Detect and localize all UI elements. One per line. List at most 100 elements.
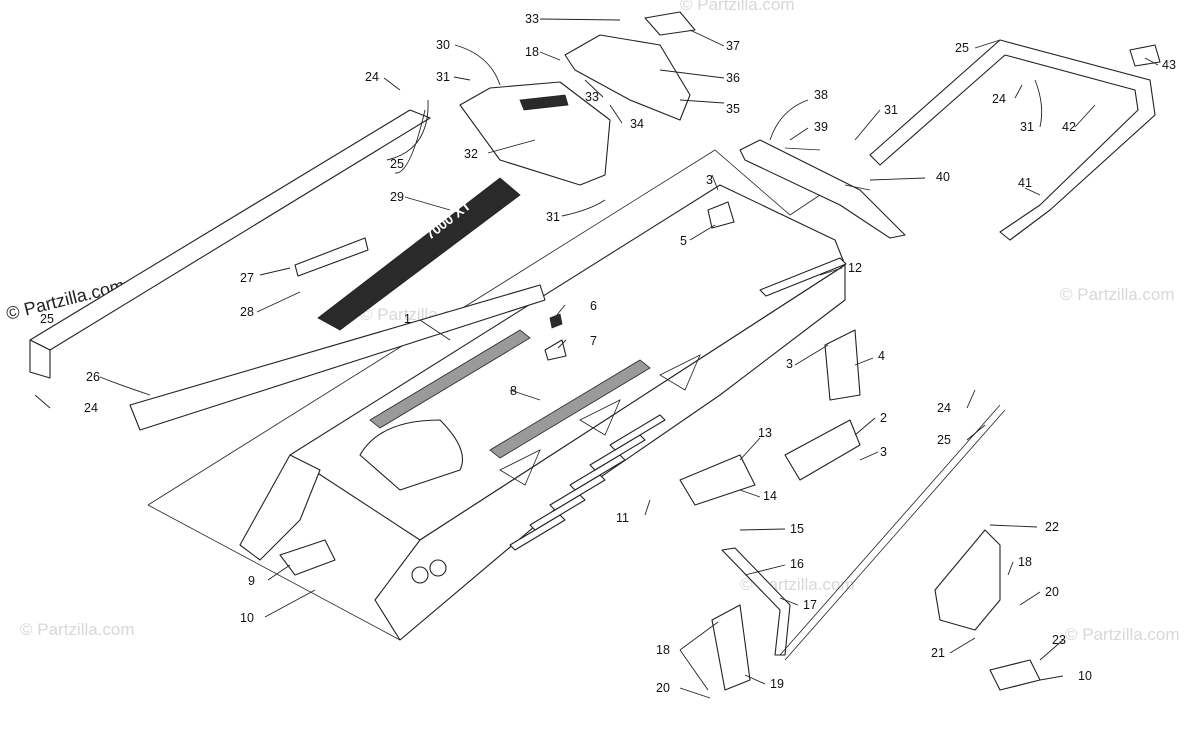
callout-label: 9 [248,574,255,588]
shroud-emblem [519,94,569,111]
callout-label: 18 [656,643,670,657]
callout-label: 13 [758,426,772,440]
callout-label: 31 [546,210,560,224]
callout-label: 18 [525,45,539,59]
callout-label: 19 [770,677,784,691]
foot-plate [934,529,1001,631]
callout-label: 27 [240,271,254,285]
callout-label: 4 [878,349,885,363]
callout-label: 30 [436,38,450,52]
callout-labels: 1 2 3 3 3 4 5 6 7 8 9 10 10 11 12 13 14 … [40,12,1176,695]
callout-label: 6 [590,299,597,313]
callout-label: 31 [1020,120,1034,134]
bracket-cover [824,329,861,401]
deck-cutout [659,354,701,391]
callout-label: 33 [585,90,599,104]
mount-plate [784,419,861,481]
rail-bracket [294,237,369,277]
callout-label: 3 [706,173,713,187]
rear-bumper-housing [564,34,691,121]
tunnel-side-vents [509,414,666,551]
callout-label: 25 [390,157,404,171]
callout-label: 1 [404,312,411,326]
tunnel-hole [411,566,429,584]
flap-line [844,184,871,191]
bumper-pad [707,201,735,229]
callout-label: 24 [84,401,98,415]
callout-label: 39 [814,120,828,134]
reference-line [147,504,401,641]
callout-label: 25 [955,41,969,55]
foot-pad [989,659,1041,691]
grip-strip [369,329,531,429]
callout-label: 24 [992,92,1006,106]
watermark-faint: © Partzilla.com [680,0,795,14]
rear-bumper-loop [869,39,1156,241]
snow-flap-assembly [739,139,906,239]
leader-lines [34,18,1159,699]
callout-label: 5 [680,234,687,248]
callout-label: 42 [1062,120,1076,134]
bumper-bracket [1129,44,1161,67]
tunnel-rail [759,257,847,297]
callout-label: 36 [726,71,740,85]
callout-label: 25 [937,433,951,447]
callout-label: 41 [1018,176,1032,190]
callout-label: 31 [884,103,898,117]
tunnel-front-bracket [239,454,321,561]
callout-label: 10 [1078,669,1092,683]
callout-label: 18 [1018,555,1032,569]
callout-label: 33 [525,12,539,26]
callout-label: 2 [880,411,887,425]
rear-shroud [459,81,611,186]
heel-plate [679,454,756,506]
deck-cutout [579,399,621,436]
callout-label: 23 [1052,633,1066,647]
tunnel-hole [429,559,447,577]
callout-label: 31 [436,70,450,84]
callout-label: 8 [510,384,517,398]
callout-label: 3 [786,357,793,371]
callout-label: 34 [630,117,644,131]
side-decal [317,177,521,331]
watermark-faint: © Partzilla.com [1060,285,1175,304]
callout-label: 35 [726,102,740,116]
callout-label: 26 [86,370,100,384]
callout-label: 38 [814,88,828,102]
watermark-faint: © Partzilla.com [1065,625,1180,644]
callout-label: 20 [1045,585,1059,599]
tunnel-assembly [147,149,846,641]
callout-label: 43 [1162,58,1176,72]
step-bar-rail [779,404,1001,656]
callout-label: 14 [763,489,777,503]
deck-cutout [499,449,541,486]
flap-line [784,147,821,151]
callout-label: 25 [40,312,54,326]
callout-label: 20 [656,681,670,695]
tunnel-cutout [359,419,464,491]
step-bar [721,547,791,656]
grip-strip [489,359,651,459]
callout-label: 29 [390,190,404,204]
callout-label: 12 [848,261,862,275]
lower-rail [129,284,546,431]
callout-label: 37 [726,39,740,53]
rail-end-cap [29,339,51,379]
callout-label: 40 [936,170,950,184]
callout-label: 3 [880,445,887,459]
callout-label: 28 [240,305,254,319]
callout-label: 22 [1045,520,1059,534]
callout-label: 24 [365,70,379,84]
callout-label: 7 [590,334,597,348]
step-bar-rail [784,409,1006,661]
callout-label: 24 [937,401,951,415]
watermark-faint: © Partzilla.com [20,620,135,639]
grab-cover [644,11,696,36]
vent [609,414,666,451]
callout-label: 32 [464,147,478,161]
callout-label: 15 [790,522,804,536]
callout-label: 11 [616,511,629,525]
callout-label: 17 [803,598,817,612]
step-guard [711,604,751,691]
